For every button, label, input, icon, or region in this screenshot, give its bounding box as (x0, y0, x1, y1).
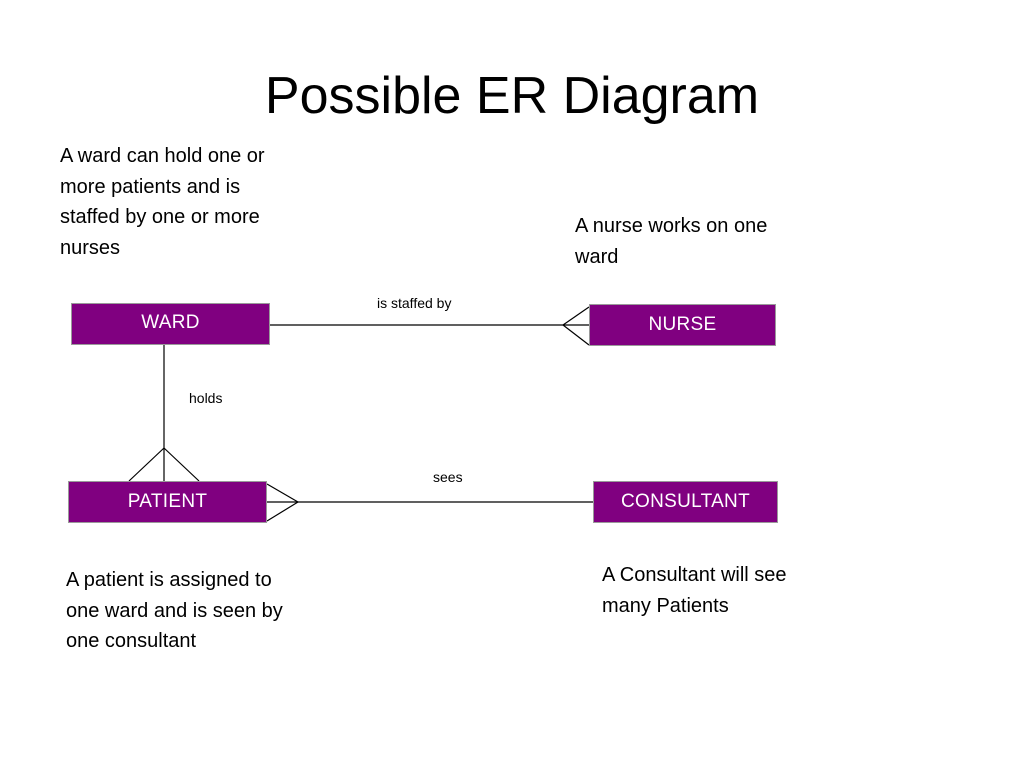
nurse-crowfoot-lower (562, 324, 590, 346)
slide-title: Possible ER Diagram (264, 67, 760, 125)
holds-label: holds (189, 390, 223, 406)
sees-label: sees (433, 469, 463, 485)
patient-side-crowfoot-upper (266, 483, 299, 503)
staffed-by-label: is staffed by (377, 295, 452, 311)
ward-note: A ward can hold one or more patients and… (60, 145, 265, 259)
nurse-entity: NURSE (589, 304, 776, 346)
patient-crowfoot-right (163, 447, 200, 482)
nurse-note: A nurse works on one ward (575, 215, 768, 268)
patient-note: A patient is assigned to one ward and is… (66, 569, 283, 652)
consultant-note: A Consultant will see many Patients (602, 564, 787, 617)
patient-entity: PATIENT (68, 481, 267, 523)
consultant-entity: CONSULTANT (593, 481, 778, 523)
ward-entity: WARD (71, 303, 270, 345)
patient-crowfoot-left (128, 447, 165, 482)
nurse-crowfoot-upper (562, 306, 590, 326)
patient-side-crowfoot-lower (266, 501, 299, 522)
